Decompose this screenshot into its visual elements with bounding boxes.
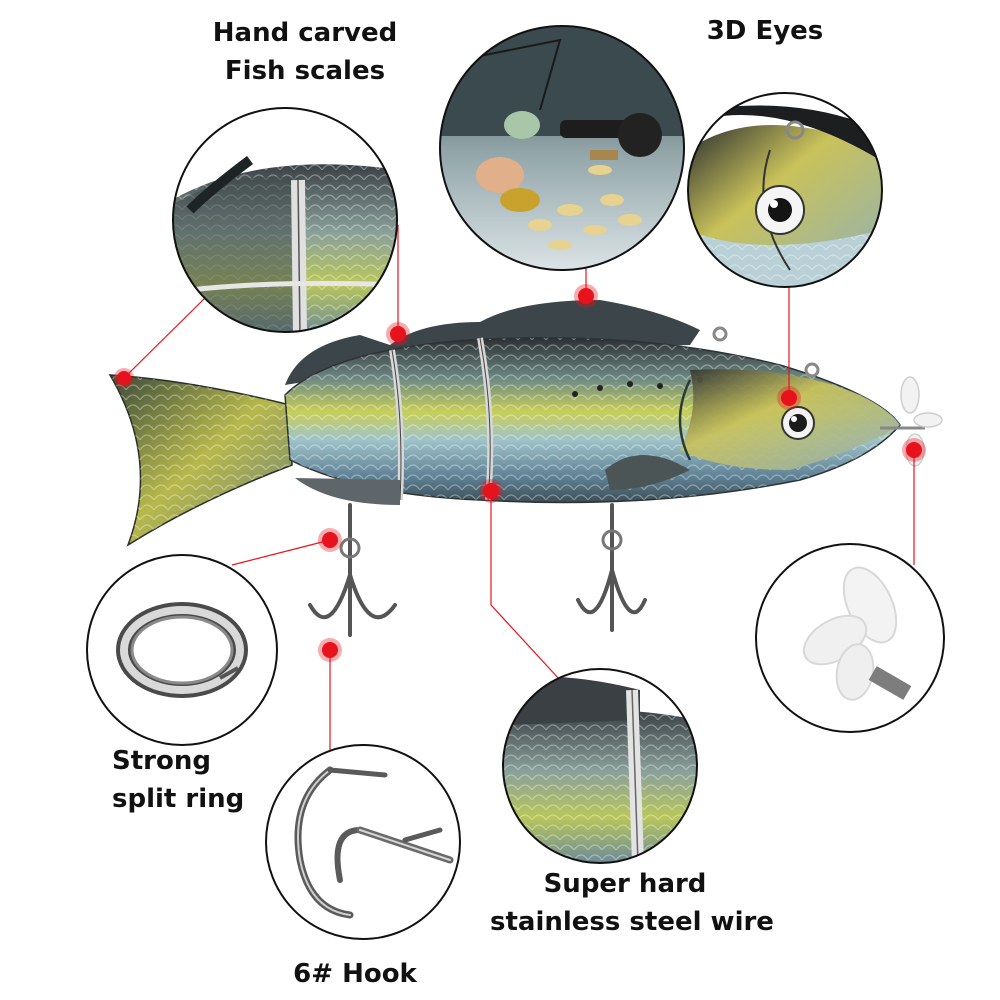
label-6-hook: 6# Hook [280, 955, 430, 993]
fish-lure [108, 300, 943, 637]
label-strong-split-ring: Strong split ring [112, 742, 244, 818]
label-eyes-line1: 3D Eyes [706, 16, 824, 46]
label-ring-line1: Strong [112, 746, 211, 776]
marker-ring [318, 528, 342, 552]
marker-tail [114, 368, 134, 388]
label-ring-line2: split ring [112, 784, 245, 814]
line-eyelets [712, 326, 820, 378]
detail-circle-workshop [439, 25, 685, 271]
marker-dorsal [574, 284, 598, 308]
label-stainless-wire: Super hard stainless steel wire [490, 865, 774, 941]
pectoral-fin [605, 455, 690, 490]
propeller [900, 376, 943, 467]
detail-circle-propeller [755, 543, 945, 733]
marker-wire [479, 479, 503, 503]
fish-hooks [308, 503, 647, 637]
label-wire-line1: Super hard [543, 869, 707, 899]
marker-eye [777, 386, 801, 410]
detail-circle-wire [502, 668, 698, 864]
label-wire-line2: stainless steel wire [490, 907, 774, 937]
label-hook-line1: 6# Hook [293, 959, 417, 989]
detail-circle-split-ring [86, 554, 278, 746]
label-scales-line1: Hand carved [212, 18, 398, 48]
detail-circle-scales [172, 107, 398, 333]
label-scales-line2: Fish scales [224, 56, 386, 86]
callout-markers [114, 284, 926, 662]
marker-propeller [902, 438, 926, 462]
label-hand-carved-scales: Hand carved Fish scales [205, 14, 405, 90]
marker-scales [386, 322, 410, 346]
detail-circle-eyes [687, 92, 883, 288]
marker-hook [318, 638, 342, 662]
leader-lines [123, 225, 915, 758]
detail-circle-hook [265, 744, 461, 940]
label-3d-eyes: 3D Eyes [690, 12, 840, 50]
fish-eye [781, 406, 815, 440]
